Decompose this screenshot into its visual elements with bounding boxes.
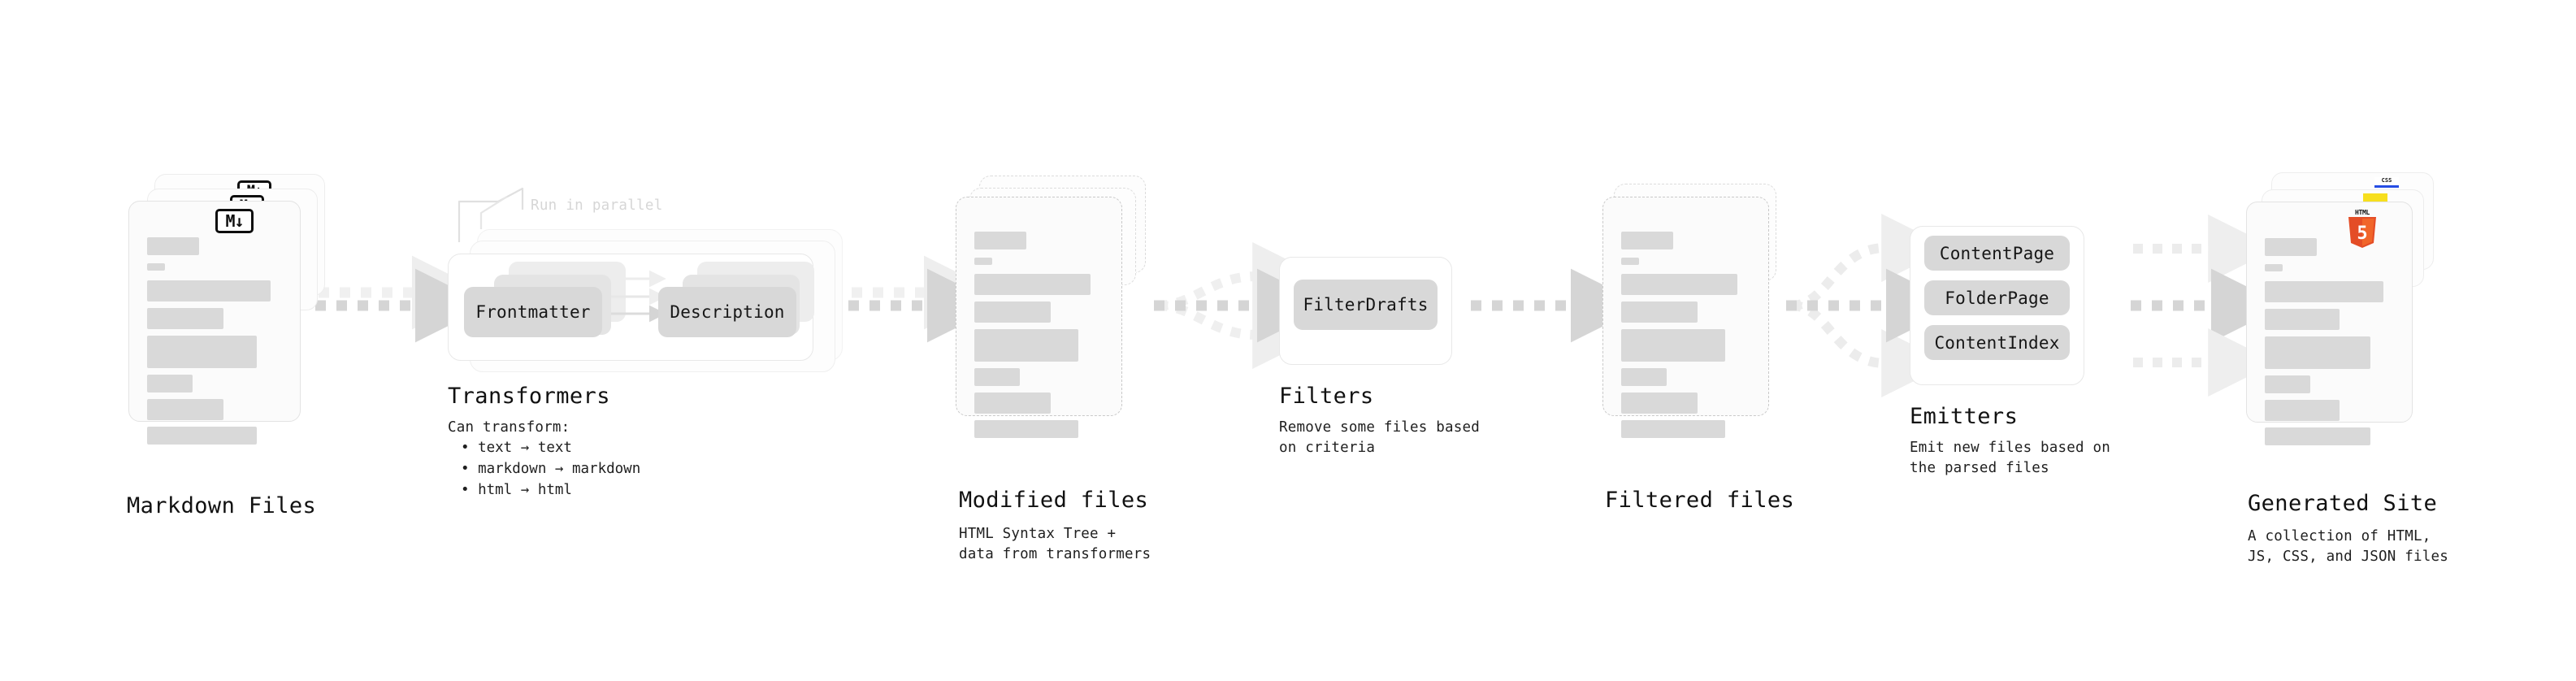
stage-subtitle-transformers: Can transform:	[448, 419, 570, 436]
html5-badge: HTML 5	[2345, 209, 2379, 248]
html5-badge-caption: HTML	[2354, 209, 2370, 216]
md-badge-front: M↓	[215, 209, 254, 233]
stage-subtitle-generated-site: A collection of HTML, JS, CSS, and JSON …	[2248, 528, 2448, 565]
css-badge: CSS	[2374, 177, 2399, 188]
stage-subtitle-filters: Remove some files based on criteria	[1279, 419, 1480, 456]
markdown-card-front	[128, 201, 301, 445]
css-badge-label: CSS	[2381, 177, 2392, 184]
modified-card-front	[956, 197, 1122, 438]
transformer-chip-frontmatter[interactable]: Frontmatter	[464, 287, 602, 337]
emitter-chip-contentindex[interactable]: ContentIndex	[1924, 325, 2070, 360]
svg-text:5: 5	[2357, 223, 2367, 244]
transformers-bullet-0: • text → text	[461, 440, 572, 456]
css-badge-bar	[2374, 185, 2399, 188]
filter-chip-filterdrafts[interactable]: FilterDrafts	[1294, 280, 1438, 330]
arrow-modified-to-filters	[1154, 242, 1331, 369]
stage-subtitle-modified-files: HTML Syntax Tree + data from transformer…	[959, 526, 1151, 562]
arrow-markdown-to-transformers	[315, 255, 489, 343]
stage-title-filtered-files: Filtered files	[1605, 488, 1795, 513]
transformer-chip-description[interactable]: Description	[658, 287, 796, 337]
stage-title-modified-files: Modified files	[959, 488, 1149, 513]
run-in-parallel-label: Run in parallel	[531, 197, 663, 214]
transformers-bullet-1: • markdown → markdown	[461, 461, 641, 477]
arrow-filtered-to-emitters	[1786, 214, 1960, 397]
stage-title-filters: Filters	[1279, 384, 1374, 409]
filtered-card-front	[1602, 197, 1769, 438]
stage-title-transformers: Transformers	[448, 384, 610, 409]
stage-title-emitters: Emitters	[1910, 404, 2019, 429]
arrow-emitters-to-site	[2131, 215, 2285, 397]
emitter-chip-folderpage[interactable]: FolderPage	[1924, 280, 2070, 315]
site-card-front	[2246, 202, 2413, 445]
stage-subtitle-emitters: Emit new files based on the parsed files	[1910, 440, 2110, 476]
stage-title-generated-site: Generated Site	[2248, 491, 2438, 516]
arrow-transformers-to-modified	[827, 255, 1001, 343]
emitter-chip-contentpage[interactable]: ContentPage	[1924, 236, 2070, 271]
transformers-bullet-2: • html → html	[461, 482, 572, 498]
stage-title-markdown-files: Markdown Files	[127, 493, 317, 518]
